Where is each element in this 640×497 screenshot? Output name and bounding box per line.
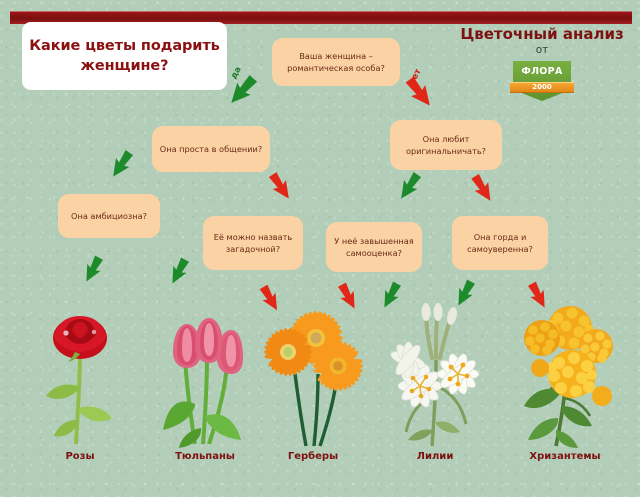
question-box-ambitious: Она амбициозна? (58, 194, 160, 238)
page-title-line-2: женщине? (80, 58, 169, 74)
arrow-yes-selfesteem-to-lilies (376, 280, 404, 313)
arrow-no-mysterious-to-gerberas (256, 283, 285, 316)
logo-banner-shape (510, 82, 574, 93)
question-box-proud: Она горда и самоуверенна? (452, 216, 548, 270)
brand-block: Цветочный анализ от ФЛОРА 2000 (458, 26, 626, 101)
arrow-no-selfesteem-to-gerberas (334, 281, 362, 314)
arrow-no-proud-to-chrysanthemums (524, 280, 552, 313)
logo-name-text: ФЛОРА (521, 66, 563, 77)
flower-label-lilies: Лилии (416, 451, 454, 462)
arrow-yes-ambitious-to-roses (78, 254, 106, 287)
arrow-yes-root-to-simple (223, 72, 261, 111)
arrow-yes-simple-to-ambitious (105, 148, 137, 183)
arrow-no-original-to-proud (467, 172, 498, 207)
arrow-yes-proud-to-lilies (450, 278, 478, 311)
arrow-yes-ambitious-to-tulips (164, 256, 192, 289)
arrow-no-root-to-original (402, 73, 439, 112)
question-box-simple: Она проста в общении? (152, 126, 270, 172)
question-box-original: Она любит оригинальничать? (390, 120, 502, 170)
flower-label-roses: Розы (65, 451, 95, 462)
flower-label-gerberas: Герберы (287, 451, 339, 462)
top-decorative-bar (10, 11, 632, 24)
brand-from-label: от (535, 44, 549, 56)
question-box-mysterious: Её можно назвать загадочной? (203, 216, 303, 270)
flora-logo: ФЛОРА 2000 (510, 61, 574, 101)
question-box-root: Ваша женщина – романтическая особа? (272, 38, 400, 86)
title-card: Какие цветы подарить женщине? (22, 22, 227, 90)
logo-year-text: 2000 (532, 83, 552, 91)
flower-illustration-chrysanthemums (510, 302, 622, 448)
flower-label-chrysanthemums: Хризантемы (529, 451, 601, 462)
flower-label-tulips: Тюльпаны (175, 451, 235, 462)
brand-heading: Цветочный анализ (460, 25, 624, 43)
question-box-selfesteem: У неё завышенная самооценка? (326, 222, 422, 272)
flower-illustration-gerberas (258, 308, 368, 448)
page-title-line-1: Какие цветы подарить (29, 38, 220, 54)
arrow-yes-original-to-selfesteem (393, 170, 425, 205)
arrow-no-simple-to-mysterious (265, 170, 297, 205)
flower-illustration-roses (30, 308, 130, 448)
flower-illustration-tulips (155, 308, 255, 448)
flower-illustration-lilies (382, 300, 488, 448)
